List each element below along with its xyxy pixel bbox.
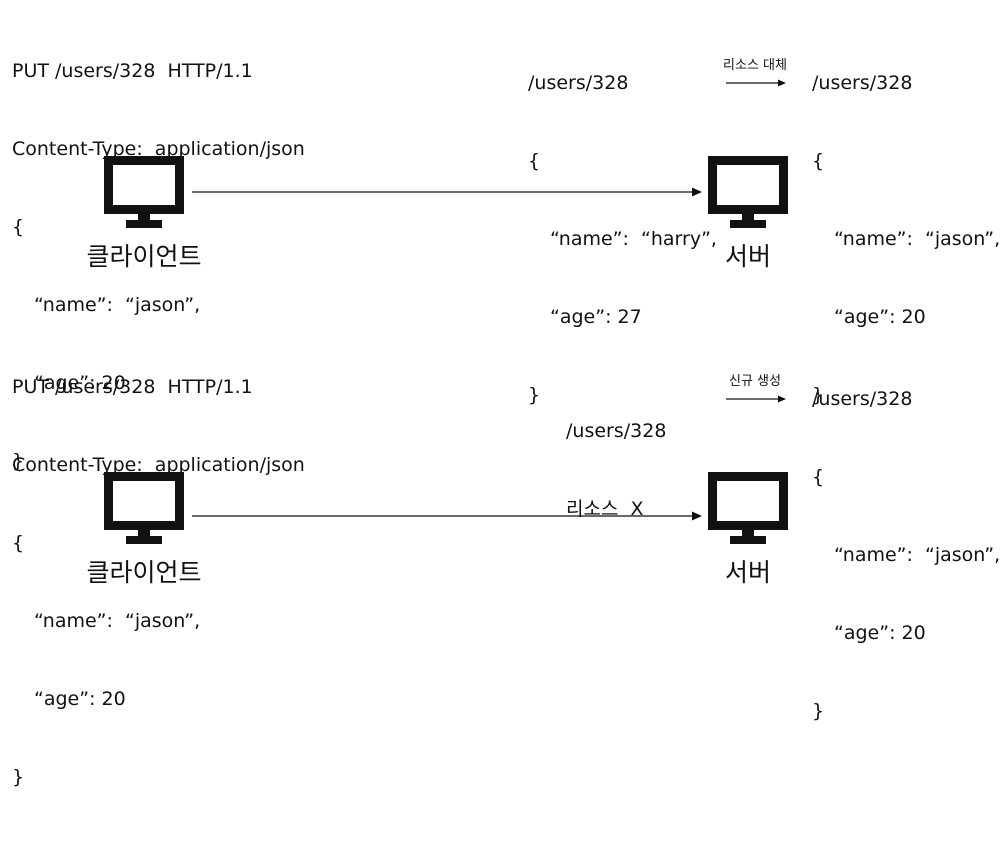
operation-label: 리소스 대체 <box>723 58 787 73</box>
server-resource-before: /users/328 { “name”: “harry”, “age”: 27 … <box>528 18 717 460</box>
resource-path: /users/328 <box>528 72 629 94</box>
monitor-icon <box>708 472 788 544</box>
request-message: PUT /users/328 HTTP/1.1 Content-Type: ap… <box>12 6 305 526</box>
resource-missing-status: 리소스 X <box>566 498 644 520</box>
resource-path: /users/328 <box>812 72 913 94</box>
monitor-icon <box>104 472 184 544</box>
operation-arrow <box>726 395 786 403</box>
json-field-age: “age”: 27 <box>550 306 642 328</box>
resource-path: /users/328 <box>812 388 913 410</box>
operation-arrow <box>726 79 786 87</box>
request-arrow <box>192 511 702 521</box>
request-arrow <box>192 187 702 197</box>
json-open-brace: { <box>528 150 541 172</box>
content-type-header: Content-Type: application/json <box>12 454 305 476</box>
server-label: 서버 <box>724 558 771 587</box>
scenario-replace: PUT /users/328 HTTP/1.1 Content-Type: ap… <box>0 0 1000 472</box>
server-label: 서버 <box>724 242 771 271</box>
json-field-name: “name”: “harry”, <box>550 228 717 250</box>
server-resource-after: /users/328 { “name”: “jason”, “age”: 20 … <box>812 18 1000 460</box>
json-field-age: “age”: 20 <box>834 622 926 644</box>
resource-path: /users/328 <box>566 420 667 442</box>
json-close-brace: } <box>528 384 541 406</box>
request-line: PUT /users/328 HTTP/1.1 <box>12 60 253 82</box>
client-label: 클라이언트 <box>86 558 202 587</box>
json-field-name: “name”: “jason”, <box>34 294 201 316</box>
monitor-icon <box>708 156 788 228</box>
json-field-age: “age”: 20 <box>34 688 126 710</box>
request-line: PUT /users/328 HTTP/1.1 <box>12 376 253 398</box>
json-close-brace: } <box>12 450 25 472</box>
json-open-brace: { <box>812 466 825 488</box>
content-type-header: Content-Type: application/json <box>12 138 305 160</box>
server-resource-before: /users/328 리소스 X <box>566 366 666 574</box>
json-open-brace: { <box>12 216 25 238</box>
operation-label: 신규 생성 <box>729 374 781 389</box>
json-close-brace: } <box>812 700 825 722</box>
json-field-age: “age”: 20 <box>834 306 926 328</box>
json-close-brace: } <box>812 384 825 406</box>
json-open-brace: { <box>812 150 825 172</box>
scenario-create: PUT /users/328 HTTP/1.1 Content-Type: ap… <box>0 316 1000 788</box>
json-field-name: “name”: “jason”, <box>834 544 1000 566</box>
json-field-name: “name”: “jason”, <box>834 228 1000 250</box>
monitor-icon <box>104 156 184 228</box>
json-close-brace: } <box>12 766 25 788</box>
client-label: 클라이언트 <box>86 242 202 271</box>
json-open-brace: { <box>12 532 25 554</box>
json-field-age: “age”: 20 <box>34 372 126 394</box>
